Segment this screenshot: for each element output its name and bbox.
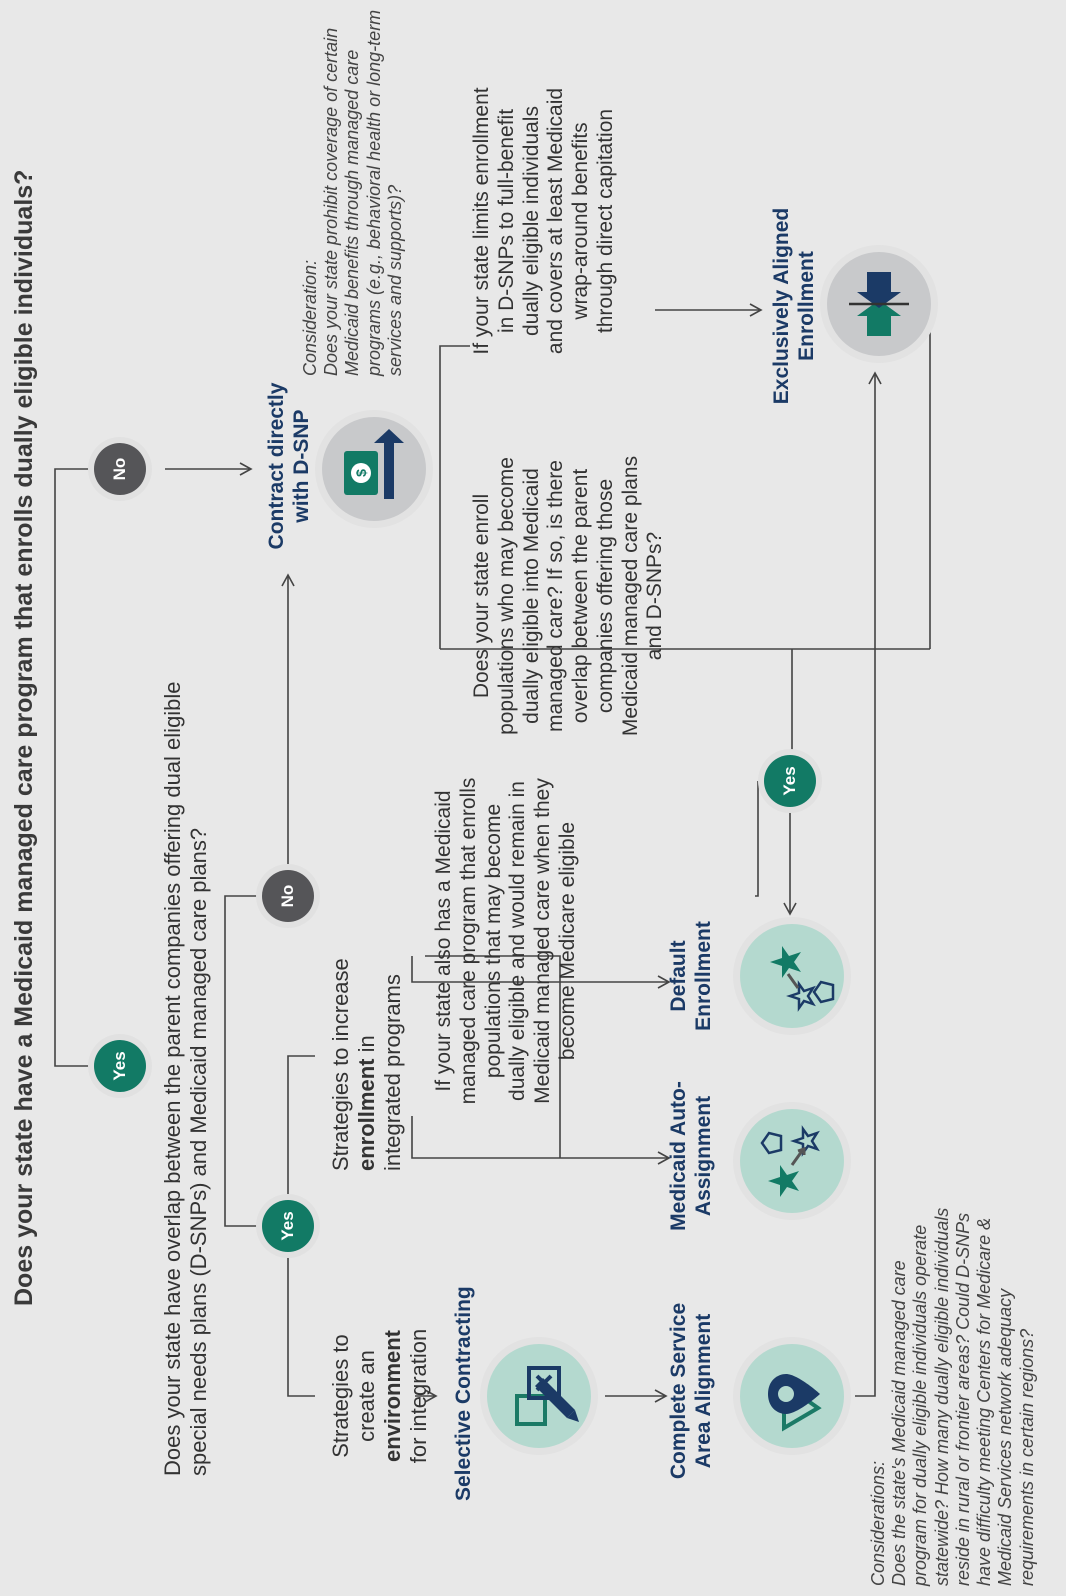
- medicaid-auto-assignment-label: Medicaid Auto-Assignment: [667, 1081, 715, 1231]
- money-arrow-up-icon: $: [322, 417, 426, 521]
- yes-badge-overlap: Yes: [262, 1200, 314, 1252]
- consideration-single: Consideration: Does your state prohibit …: [300, 0, 406, 376]
- no-badge-overlap: No: [262, 870, 314, 922]
- pen-checkbox-icon: [487, 1344, 591, 1448]
- considerations-multi-label: Considerations:: [868, 1460, 888, 1586]
- considerations-multi-text: Does the state's Medicaid managed care p…: [889, 1207, 1037, 1586]
- star-to-pentagon-icon: [740, 924, 844, 1028]
- overlap-question: Does your state have overlap between the…: [160, 681, 211, 1476]
- page-title: Does your state have a Medicaid managed …: [10, 169, 38, 1306]
- no-badge-top: No: [94, 443, 146, 495]
- enrollment-strategies: Strategies to increase enrollment in int…: [328, 941, 406, 1171]
- consideration-single-text: Does your state prohibit coverage of cer…: [321, 9, 405, 376]
- considerations-multi: Considerations: Does the state's Medicai…: [868, 1206, 1038, 1586]
- also-has-program-text: If your state also has a Medicaid manage…: [432, 777, 579, 1105]
- environment-strategies: Strategies to create an environment for …: [328, 1316, 432, 1476]
- enrollment-pre: Strategies to increase: [328, 958, 353, 1171]
- enroll-question: Does your state enroll populations who m…: [470, 455, 667, 737]
- selective-contracting-label: Selective Contracting: [452, 1286, 475, 1501]
- complete-service-area-label: Complete Service Area Alignment: [667, 1302, 715, 1480]
- exclusively-aligned-label: Exclusively Aligned Enrollment: [770, 207, 818, 405]
- environment-pre: Strategies to create an: [328, 1334, 379, 1458]
- contract-directly-label: Contract directly with D-SNP: [265, 382, 313, 550]
- yes-badge-top: Yes: [94, 1040, 146, 1092]
- consideration-single-label: Consideration:: [300, 259, 320, 376]
- default-enrollment-label: Default Enrollment: [667, 921, 715, 1031]
- environment-post: for integration: [405, 1328, 431, 1464]
- star-to-pentagon-icon: [740, 1109, 844, 1213]
- enrollment-bold: enrollment: [353, 1058, 379, 1171]
- map-pin-icon: [740, 1344, 844, 1448]
- yes-badge-enroll: Yes: [764, 755, 816, 807]
- converging-arrows-icon: [827, 252, 931, 356]
- svg-text:$: $: [353, 469, 369, 477]
- limits-enrollment-text: If your state limits enrollment in D-SNP…: [470, 87, 617, 355]
- environment-bold: environment: [379, 1329, 405, 1463]
